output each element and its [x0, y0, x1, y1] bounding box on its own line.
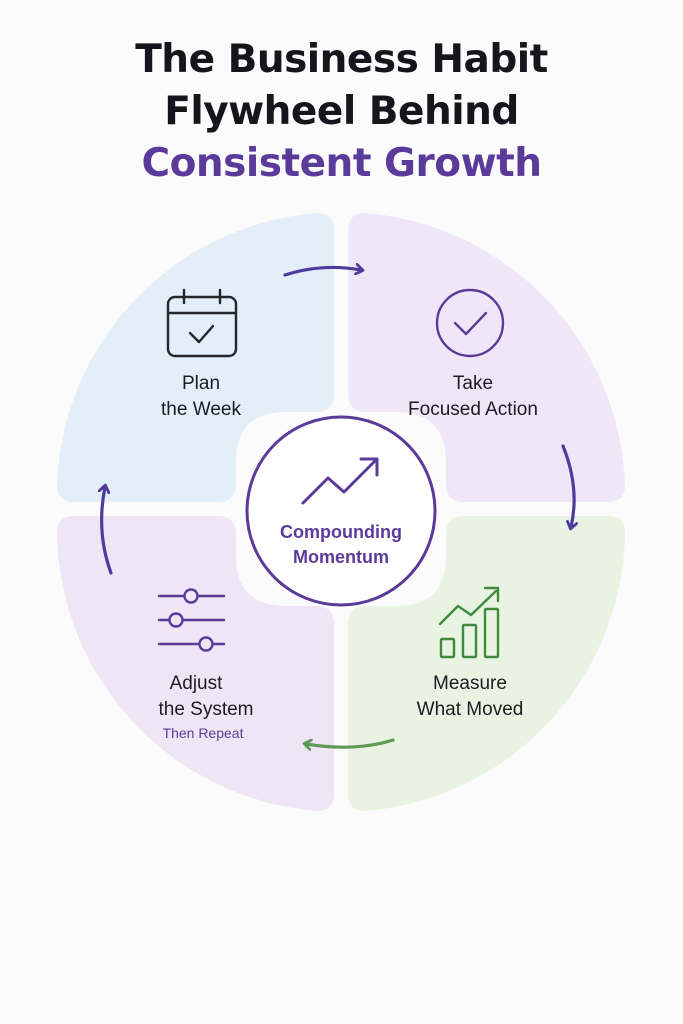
step-action-line-1: Take [453, 373, 493, 394]
title-line-1: The Business Habit [135, 37, 548, 82]
page-title: The Business Habit Flywheel Behind Consi… [0, 34, 683, 190]
quadrant-plan [57, 213, 334, 502]
center-label-line-1: Compounding [280, 522, 402, 542]
arrow-adjust-to-plan [102, 487, 113, 575]
quadrant-measure [348, 516, 625, 811]
step-adjust-sub: Then Repeat [163, 725, 244, 741]
arrow-measure-to-adjust [306, 738, 395, 747]
check-circle-icon [435, 288, 505, 358]
arrow-action-to-measure [561, 444, 574, 527]
title-line-2: Flywheel Behind [164, 89, 519, 134]
quadrant-adjust [57, 516, 334, 811]
arrow-plan-to-action [283, 267, 361, 277]
center-hub [245, 415, 437, 607]
trend-up-arrow-icon [301, 457, 379, 505]
step-action-line-2: Focused Action [408, 399, 538, 420]
bar-chart-growth-icon [438, 586, 500, 659]
step-measure-line-2: What Moved [417, 699, 524, 720]
step-adjust-line-2: the System [158, 699, 253, 720]
step-measure-line-1: Measure [433, 673, 507, 694]
quadrant-action [348, 213, 625, 502]
step-plan-line-1: Plan [182, 373, 220, 394]
title-line-3: Consistent Growth [141, 141, 542, 186]
sliders-icon [157, 588, 226, 652]
step-plan-line-2: the Week [161, 399, 241, 420]
calendar-check-icon [166, 288, 238, 358]
step-adjust-line-1: Adjust [170, 673, 224, 694]
center-label-line-2: Momentum [293, 547, 389, 567]
